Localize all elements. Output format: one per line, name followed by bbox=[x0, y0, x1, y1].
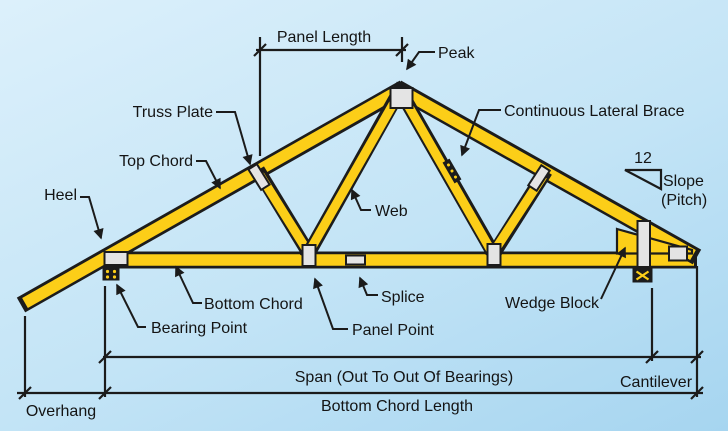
left-top-chord-member bbox=[16, 80, 409, 313]
leader-heel bbox=[80, 196, 104, 240]
label-truss-plate: Truss Plate bbox=[133, 104, 213, 121]
bearing-block-left bbox=[102, 267, 120, 281]
label-slope: Slope bbox=[663, 173, 704, 190]
bearing-block-right bbox=[632, 268, 653, 283]
label-bottom-chord: Bottom Chord bbox=[204, 296, 303, 313]
label-splice: Splice bbox=[381, 289, 425, 306]
tick bbox=[690, 386, 704, 400]
plates-and-blocks bbox=[102, 87, 688, 283]
tick bbox=[645, 350, 659, 364]
leader-truss-plate bbox=[216, 111, 253, 166]
wedge-block-vertical-bar bbox=[636, 220, 651, 268]
leader-lines bbox=[80, 51, 626, 330]
dimension-lines bbox=[17, 43, 704, 400]
tick bbox=[18, 386, 32, 400]
label-wedge-block: Wedge Block bbox=[505, 295, 600, 312]
peak-truss-plate bbox=[389, 87, 414, 109]
truss-plate-right bbox=[526, 163, 552, 193]
splice-plate bbox=[345, 254, 366, 266]
truss-plate-left bbox=[247, 162, 271, 192]
slope-triangle-icon bbox=[624, 168, 663, 191]
label-heel: Heel bbox=[44, 187, 77, 204]
leader-bottom-chord bbox=[175, 265, 202, 304]
lateral-brace-marker bbox=[442, 158, 462, 184]
tick bbox=[395, 43, 409, 57]
label-slope-value: 12 bbox=[634, 150, 652, 167]
label-bearing-point: Bearing Point bbox=[151, 320, 248, 337]
leader-continuous-lateral-brace bbox=[460, 109, 501, 157]
label-continuous-lateral-brace: Continuous Lateral Brace bbox=[504, 103, 685, 120]
label-panel-point: Panel Point bbox=[352, 322, 434, 339]
tick bbox=[98, 350, 112, 364]
panel-point-plate-right bbox=[486, 243, 502, 266]
web-member bbox=[299, 81, 410, 262]
label-cantilever: Cantilever bbox=[620, 374, 693, 391]
tick bbox=[98, 386, 112, 400]
label-pitch: (Pitch) bbox=[661, 192, 707, 209]
extension-lines bbox=[23, 37, 699, 397]
web-member bbox=[391, 83, 503, 262]
heel-plate bbox=[103, 251, 129, 266]
labels: Panel Length Peak Truss Plate Top Chord … bbox=[26, 29, 707, 420]
leader-peak bbox=[406, 51, 435, 71]
label-bottom-chord-length: Bottom Chord Length bbox=[321, 398, 473, 415]
label-panel-length: Panel Length bbox=[277, 29, 371, 46]
leader-web bbox=[350, 188, 371, 211]
leader-panel-point bbox=[313, 277, 348, 330]
end-block bbox=[668, 245, 688, 262]
tick bbox=[253, 43, 267, 57]
leader-splice bbox=[358, 276, 378, 296]
tick bbox=[690, 350, 704, 364]
label-web: Web bbox=[375, 203, 408, 220]
label-overhang: Overhang bbox=[26, 403, 96, 420]
label-peak: Peak bbox=[438, 45, 475, 62]
label-top-chord: Top Chord bbox=[119, 153, 193, 170]
label-span: Span (Out To Out Of Bearings) bbox=[295, 369, 513, 386]
leader-top-chord bbox=[196, 160, 221, 190]
panel-point-plate-left bbox=[301, 244, 317, 267]
leader-wedge-block bbox=[600, 246, 626, 300]
leader-bearing-point bbox=[116, 283, 146, 328]
